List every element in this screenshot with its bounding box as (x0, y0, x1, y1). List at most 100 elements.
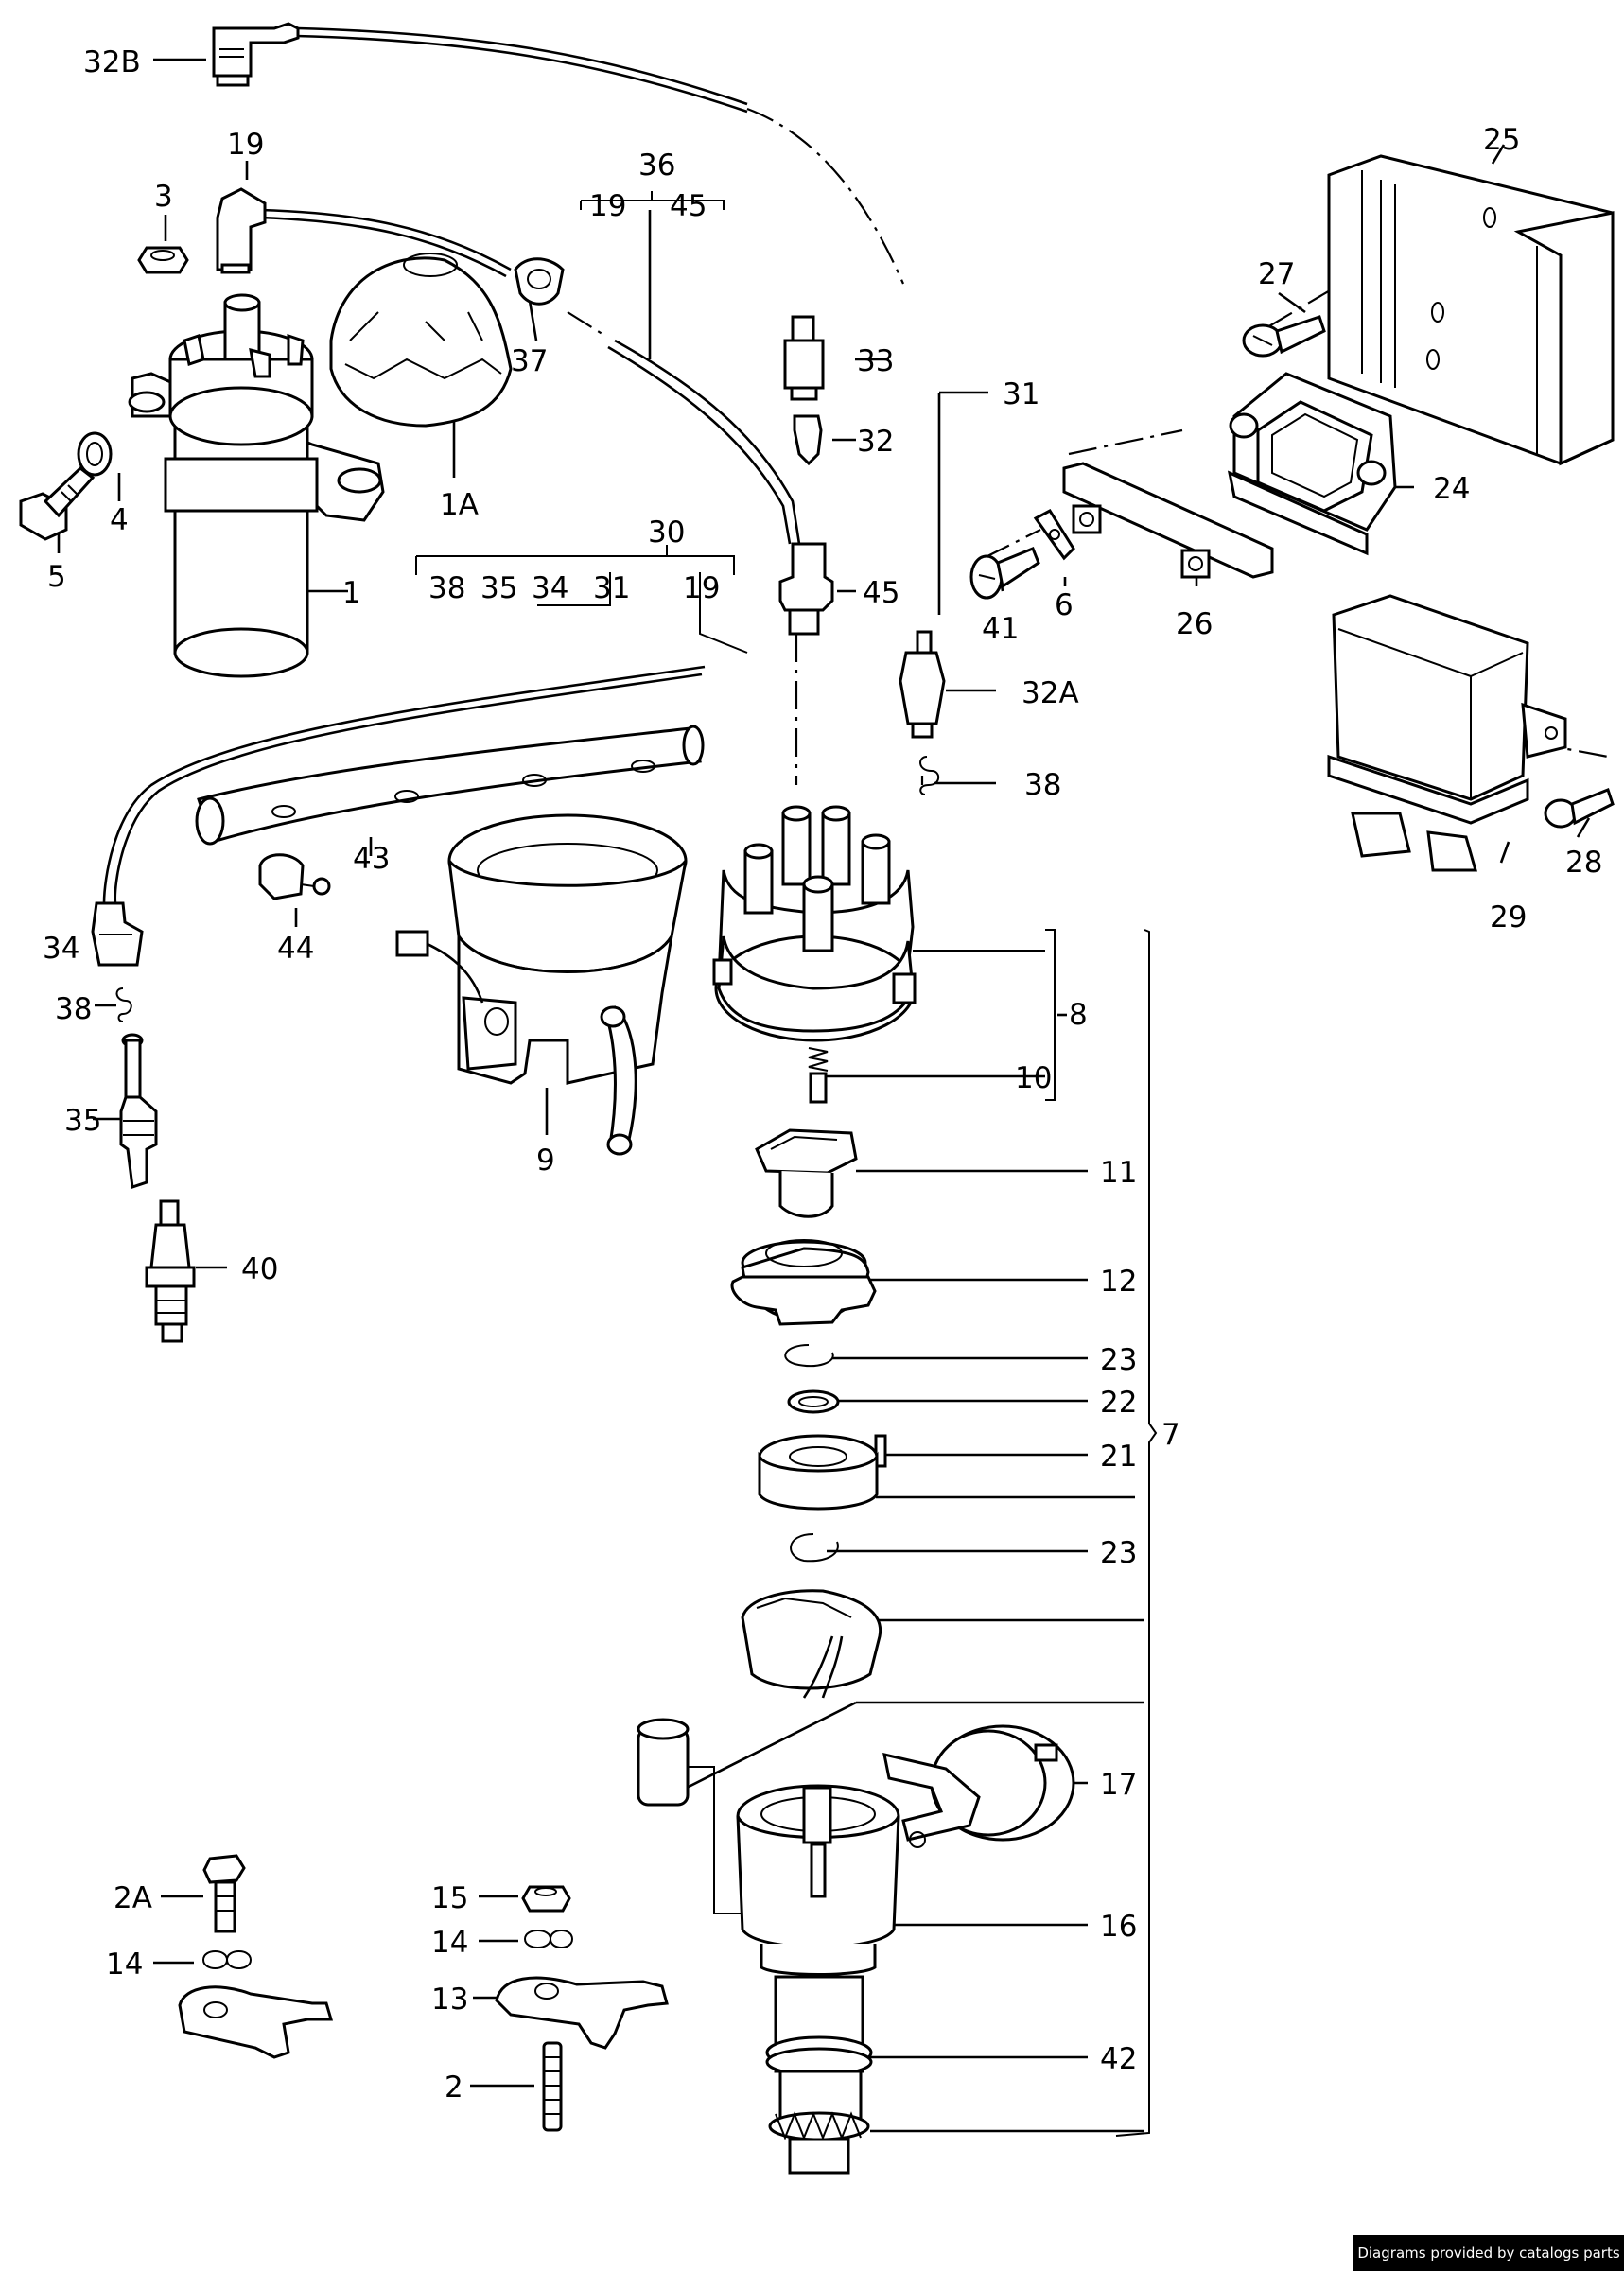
label-41: 41 (982, 612, 1019, 646)
label-38-c: 38 (55, 992, 92, 1026)
cap-towers (743, 805, 891, 952)
label-42: 42 (1100, 2042, 1137, 2076)
label-37: 37 (511, 344, 548, 378)
label-44: 44 (277, 932, 314, 966)
label-35: 35 (480, 571, 517, 605)
spring-clip-38-left (115, 987, 132, 1022)
label-11: 11 (1100, 1156, 1137, 1190)
label-34: 34 (532, 571, 568, 605)
stud-2 (542, 2041, 563, 2132)
label-40: 40 (241, 1252, 278, 1286)
cables (102, 26, 1609, 904)
label-12: 12 (1100, 1265, 1137, 1299)
nut-15 (521, 1885, 571, 1913)
carbon-brush-10 (808, 1047, 829, 1104)
nut-3 (137, 246, 189, 274)
cable-end-45 (778, 542, 834, 636)
label-45-b: 45 (863, 576, 899, 610)
suppressor-plug-19 (216, 187, 267, 274)
label-14: 14 (431, 1926, 468, 1960)
label-17: 17 (1100, 1768, 1137, 1802)
spring-clip-38 (919, 756, 940, 795)
label-34-b: 34 (43, 932, 79, 966)
label-36: 36 (638, 148, 675, 183)
label-31-b: 31 (593, 571, 630, 605)
label-19-b: 19 (589, 189, 626, 223)
cable-tube-43 (195, 725, 705, 846)
suppressor-35 (119, 1033, 158, 1190)
plug-connector-32B (212, 22, 300, 87)
bolt-2A (202, 1854, 246, 1933)
label-27: 27 (1258, 257, 1295, 291)
washer-14-mid (523, 1930, 574, 1948)
label-2A: 2A (114, 1881, 152, 1915)
label-24: 24 (1433, 472, 1470, 506)
label-25: 25 (1483, 123, 1520, 157)
circlip-23-lower (790, 1533, 839, 1563)
label-6: 6 (1055, 588, 1074, 622)
relay-29 (1327, 594, 1567, 872)
connector-33 (783, 315, 825, 401)
screw-41 (969, 547, 1040, 600)
washer-4 (77, 431, 113, 477)
label-10: 10 (1015, 1061, 1052, 1095)
label-3: 3 (154, 180, 173, 214)
label-38-b: 38 (1024, 768, 1061, 802)
hall-sender-plate (741, 1589, 882, 1699)
coil-cap-1A (329, 253, 513, 428)
vacuum-unit-17 (882, 1724, 1075, 1848)
rotor-11 (755, 1128, 858, 1218)
dust-cover-plate-12 (730, 1239, 877, 1326)
label-45: 45 (670, 189, 707, 223)
shaft-collar (758, 1434, 879, 1511)
bracket-25 (1327, 154, 1615, 466)
label-15: 15 (431, 1881, 468, 1915)
label-19-c: 19 (683, 571, 720, 605)
bolt-5 (19, 466, 96, 541)
clamp-44 (258, 853, 331, 900)
label-32A: 32A (1022, 676, 1079, 710)
clamp-bracket-13 (495, 1976, 669, 2050)
label-29: 29 (1490, 900, 1527, 935)
label-13: 13 (431, 1983, 468, 2017)
callout-labels: 32B 19 3 36 19 45 25 27 37 33 31 32 4 5 … (43, 45, 1602, 2105)
label-30: 30 (648, 515, 685, 550)
label-23: 23 (1100, 1343, 1137, 1377)
label-23-b: 23 (1100, 1536, 1137, 1570)
label-32B: 32B (83, 45, 141, 79)
label-5: 5 (47, 560, 66, 594)
mounting-plate-26 (1062, 462, 1274, 579)
label-4: 4 (110, 503, 129, 537)
label-21: 21 (1100, 1440, 1137, 1474)
washer-22 (787, 1389, 840, 1414)
label-43: 43 (353, 842, 390, 876)
label-16: 16 (1100, 1910, 1137, 1944)
label-9: 9 (536, 1144, 555, 1178)
dust-shield-9 (395, 813, 688, 1156)
label-19: 19 (227, 128, 264, 162)
circlip-23-upper (784, 1344, 834, 1368)
distributor-housing-16 (637, 1718, 900, 2175)
label-28: 28 (1565, 846, 1602, 880)
leader-lines (57, 58, 1591, 2137)
label-1: 1 (342, 576, 361, 610)
washer-6 (1033, 509, 1075, 561)
label-38: 38 (428, 571, 465, 605)
connector-32A (899, 630, 946, 739)
washer-14-left (201, 1950, 253, 1969)
plug-connector-34 (91, 901, 144, 967)
label-33: 33 (857, 344, 894, 378)
spark-plug-40 (145, 1199, 196, 1343)
label-1A: 1A (440, 488, 479, 522)
label-8: 8 (1069, 998, 1088, 1032)
label-22: 22 (1100, 1386, 1137, 1420)
terminal-32 (793, 414, 823, 466)
label-26: 26 (1176, 607, 1213, 641)
label-2: 2 (445, 2070, 463, 2105)
screw-27 (1242, 315, 1326, 358)
screw-28 (1544, 788, 1615, 829)
distributor-cap-8 (712, 805, 917, 1042)
label-35-b: 35 (64, 1104, 101, 1138)
footer-credit-badge: Diagrams provided by catalogs parts (1353, 2235, 1624, 2271)
